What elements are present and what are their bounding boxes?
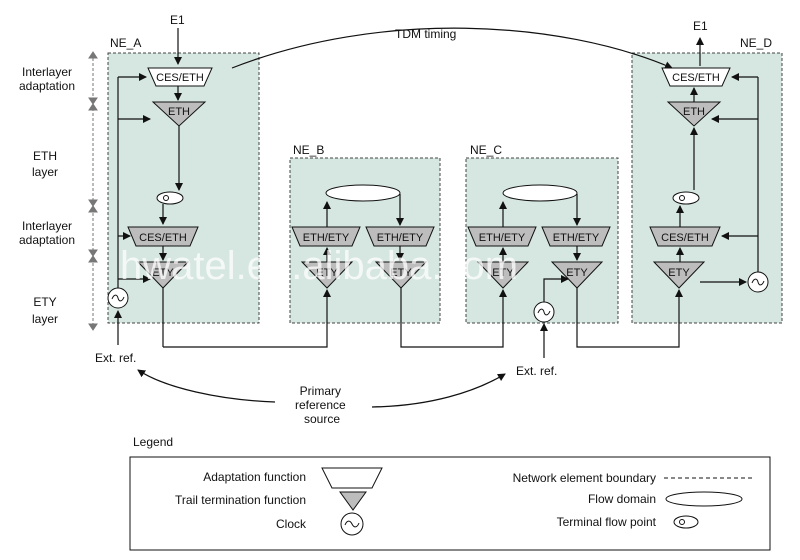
ne-a-ces-eth-adaptation-bottom — [127, 226, 199, 247]
ne-d-terminal-flow-point — [672, 191, 700, 205]
link-ne-b-ne-c — [400, 288, 507, 348]
watermark: hwatel.en.alibaba.com — [120, 244, 518, 288]
prs-arrow-left — [137, 369, 276, 403]
ne-d-ces-eth-adaptation-bottom — [649, 226, 721, 247]
ne-a-eth-trail-termination — [151, 101, 207, 127]
ne-d-label: NE_D — [740, 36, 772, 50]
legend-clock-symbol — [340, 512, 364, 536]
ne-d-ces-eth-top-label: CES/ETH — [672, 72, 720, 84]
ne-a-ces-eth-adaptation-top — [147, 67, 213, 87]
legend-ne-boundary-label: Network element boundary — [513, 471, 656, 485]
ne-b-eth-ety-right-label: ETH/ETY — [377, 232, 424, 244]
legend-flow-domain-label: Flow domain — [588, 492, 656, 506]
ext-ref-left-label: Ext. ref. — [95, 351, 136, 365]
ne-c-eth-ety-adaptation-right — [541, 226, 611, 247]
tdm-timing-curve — [231, 27, 673, 69]
ne-d-ces-eth-bottom-label: CES/ETH — [661, 232, 709, 244]
e1-input-label: E1 — [170, 13, 185, 27]
legend-terminal-flow-point-symbol — [673, 515, 699, 529]
ne-b-ety-right-label: ETY — [390, 267, 412, 279]
ne-c-eth-ety-adaptation-left — [467, 226, 537, 247]
legend-trail-label: Trail termination function — [175, 493, 306, 507]
ne-a-ces-eth-top-label: CES/ETH — [156, 72, 204, 84]
ne-d-ety-label: ETY — [668, 267, 690, 279]
ne-b-eth-ety-left-label: ETH/ETY — [303, 232, 350, 244]
ne-a-ces-eth-bottom-label: CES/ETH — [139, 232, 187, 244]
e1-output-label: E1 — [693, 19, 708, 33]
ne-a-label: NE_A — [110, 36, 141, 50]
legend-flow-domain-symbol — [665, 491, 743, 507]
ne-b-ety-left-label: ETY — [316, 267, 338, 279]
legend-box — [129, 456, 771, 551]
legend-adaptation-label: Adaptation function — [203, 470, 306, 484]
ne-c-eth-ety-left-label: ETH/ETY — [479, 232, 526, 244]
legend-title: Legend — [133, 435, 173, 449]
ne-d-ces-eth-adaptation-top — [661, 67, 731, 87]
primary-reference-source-label: Primary reference source — [295, 384, 349, 426]
ne-c-eth-ety-right-label: ETH/ETY — [553, 232, 600, 244]
ext-ref-right-label: Ext. ref. — [516, 364, 557, 378]
link-ne-a-ne-b — [163, 289, 331, 348]
ne-c-ety-left-label: ETY — [492, 267, 514, 279]
legend-trail-symbol — [339, 491, 367, 511]
ne-b-label: NE_B — [293, 143, 324, 157]
ne-a-eth-label: ETH — [168, 106, 190, 118]
ne-b-eth-ety-adaptation-left — [291, 226, 361, 247]
ne-c-flow-domain — [502, 184, 578, 202]
ne-b-ety-trail-termination-right — [374, 261, 428, 289]
ne-c-label: NE_C — [470, 143, 502, 157]
legend-terminal-flow-point-label: Terminal flow point — [557, 515, 657, 529]
ne-b-flow-domain — [325, 184, 401, 202]
prs-arrow-right — [371, 373, 506, 408]
ne-a-ety-label: ETY — [152, 267, 174, 279]
ne-a-boundary — [107, 52, 260, 324]
ne-a-terminal-flow-point — [156, 191, 184, 205]
ne-b-eth-ety-adaptation-right — [365, 226, 435, 247]
legend-adaptation-symbol — [321, 467, 383, 489]
legend-clock-label: Clock — [276, 517, 307, 531]
tdm-timing-label: TDM timing — [395, 27, 456, 41]
ne-c-ety-right-label: ETY — [566, 267, 588, 279]
ne-d-eth-label: ETH — [683, 106, 705, 118]
link-ne-c-ne-d — [576, 288, 683, 348]
ne-d-ety-trail-termination — [652, 261, 706, 289]
